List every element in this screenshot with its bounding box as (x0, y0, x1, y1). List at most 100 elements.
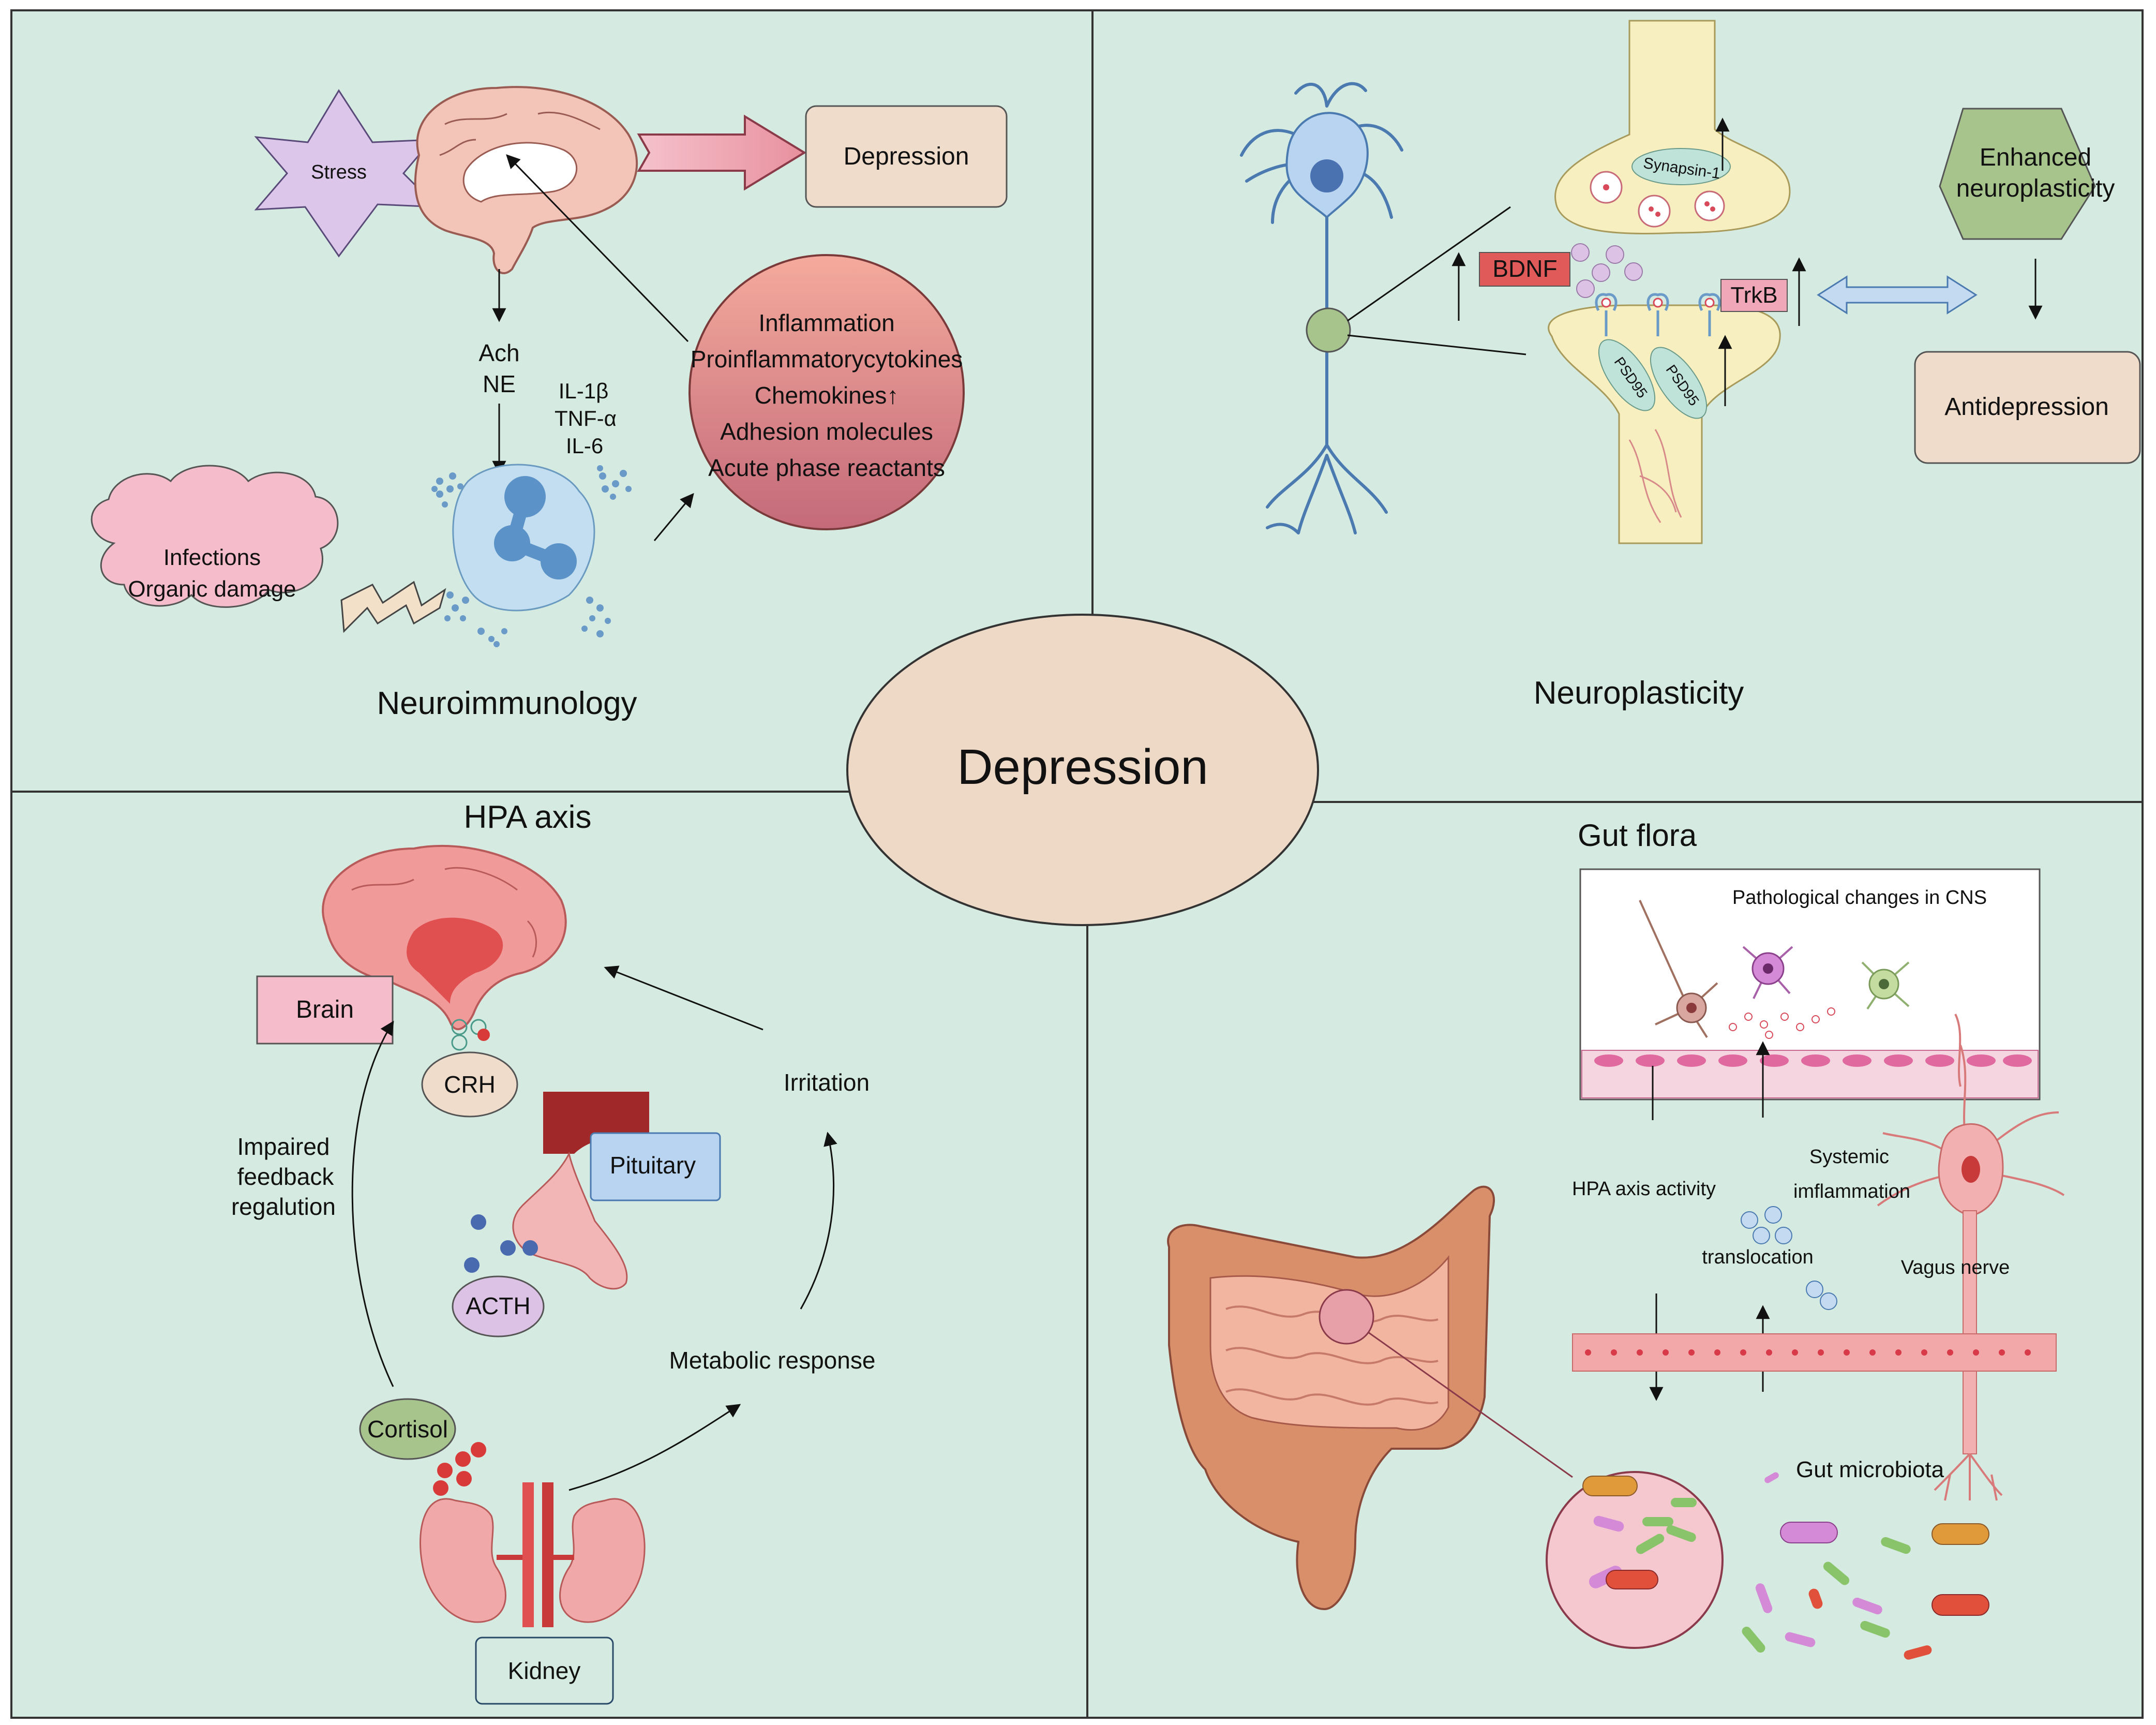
psd95-ellipse-1 (1598, 339, 1656, 411)
synapsin-ellipse (1631, 148, 1731, 185)
ne-label: NE (483, 370, 516, 397)
immune-cell-icon (452, 464, 595, 612)
red-dot (477, 1029, 490, 1041)
pituitary-box (590, 1132, 721, 1201)
pituitary-label: Pituitary (610, 1152, 696, 1179)
hpa-axis-section: HPA axis Brain CRH Pituitary ACTH Impair… (231, 799, 876, 1705)
acth-ellipse (452, 1275, 545, 1337)
circle-line-1: Inflammation (758, 309, 894, 336)
enhanced-neuroplasticity-hexagon (1939, 108, 2096, 240)
trkb-label: TrkB (1730, 282, 1777, 308)
hpa-activity-label: HPA axis activity (1572, 1178, 1716, 1200)
kidney-to-metabolic-arrow (568, 1404, 741, 1491)
glial-cells (1639, 900, 1910, 1038)
antidepression-box (1914, 351, 2141, 464)
cortisol-ellipse (359, 1398, 456, 1460)
neuroplasticity-section: Synapsin-1 BDNF PSD95 PSD95 (1240, 20, 2141, 711)
receptors (1595, 293, 1721, 336)
hpa-axis-title: HPA axis (464, 799, 592, 835)
cns-label: Pathological changes in CNS (1732, 887, 1987, 909)
hexagon-line-2: neuroplasticity (1956, 175, 2115, 202)
brain-label: Brain (296, 996, 354, 1023)
gut-epithelium (1572, 1333, 2057, 1372)
il6-label: IL-6 (566, 434, 603, 458)
il1b-label: IL-1β (559, 379, 609, 403)
receptor-ligands (1601, 298, 1715, 308)
hexagon-line-1: Enhanced (1980, 144, 2091, 171)
pituitary-gland (512, 1151, 628, 1290)
acth-label: ACTH (466, 1292, 530, 1319)
microbiota-label: Gut microbiota (1796, 1457, 1944, 1482)
vagus-label: Vagus nerve (1901, 1257, 2010, 1278)
irritation-label: Irritation (784, 1069, 870, 1096)
infection-cloud (91, 465, 339, 608)
lightning-bolt (340, 581, 446, 633)
trkb-box (1720, 279, 1788, 312)
brain-box (256, 975, 394, 1045)
zoom-line-bottom (1347, 334, 1526, 355)
ach-label: Ach (478, 339, 519, 366)
metabolic-label: Metabolic response (669, 1347, 876, 1374)
neuroplasticity-title: Neuroplasticity (1534, 675, 1744, 711)
circle-line-4: Adhesion molecules (720, 418, 933, 445)
tnfa-label: TNF-α (555, 406, 617, 430)
metabolic-to-irritation-arrow (800, 1132, 837, 1310)
acth-dots (464, 1214, 538, 1273)
cloud-line-1: Infections (163, 545, 261, 570)
gut-flora-title: Gut flora (1578, 818, 1697, 853)
feedback-arrow (351, 1020, 394, 1387)
synapse-highlight-circle (1306, 307, 1351, 353)
psd95-ellipse-2 (1650, 347, 1708, 419)
bdnf-box (1479, 252, 1570, 287)
zoom-line (1368, 1331, 1573, 1478)
crh-ellipse (421, 1051, 518, 1118)
kidney-label: Kidney (508, 1657, 581, 1684)
feedback-line-2: feedback (237, 1163, 335, 1190)
brain-icon (414, 86, 638, 274)
cns-epithelium (1594, 1054, 2032, 1067)
circle-line-2: Proinflammatorycytokines (691, 346, 963, 373)
cortisol-dots (433, 1442, 486, 1496)
systemic-line-1: Systemic (1809, 1146, 1889, 1168)
cloud-line-2: Organic damage (128, 576, 296, 602)
pituitary-stalk (543, 1092, 649, 1154)
double-arrow (1817, 275, 1978, 315)
irritation-arrow (604, 965, 763, 1031)
center-ellipse (846, 614, 1319, 926)
hpa-brain-icon (322, 844, 567, 1031)
feedback-line-3: regalution (231, 1193, 336, 1220)
systemic-line-2: imflammation (1793, 1181, 1910, 1202)
cytokine-dots (431, 465, 632, 647)
neuroimmunology-title: Neuroimmunology (377, 686, 637, 721)
bacteria-zoom-circle (1546, 1471, 1724, 1649)
kidney-icon (420, 1482, 646, 1627)
big-arrow (637, 114, 806, 191)
intestine-zoom-circle (1319, 1289, 1374, 1345)
cns-particles (1729, 1007, 1835, 1039)
center-label: Depression (957, 739, 1208, 795)
cortisol-label: Cortisol (367, 1416, 448, 1443)
neuroimmunology-section: Stress Depression Inflammation Proinflam… (91, 86, 1008, 721)
bdnf-dots (1571, 243, 1643, 298)
bacteria-in-circle (1582, 1476, 1697, 1589)
depression-box (805, 105, 1008, 208)
gut-bacteria (1742, 1472, 1989, 1660)
circle-line-5: Acute phase reactants (708, 454, 945, 481)
vesicle-contents (1603, 184, 1715, 217)
translocation-label: translocation (1702, 1246, 1813, 1268)
dendrite-filaments (1628, 429, 1682, 523)
feedback-line-1: Impaired (237, 1133, 330, 1160)
inflammation-circle (688, 254, 965, 530)
translocation-dots (1741, 1206, 1837, 1310)
gut-flora-section: Gut flora Pathological changes in CNS (1167, 818, 2065, 1660)
antidepression-label: Antidepression (1944, 393, 2109, 421)
circle-line-3: Chemokines↑ (755, 382, 899, 409)
circle-to-brain-arrow (506, 154, 689, 343)
cell-to-circle-arrow (653, 493, 694, 541)
stress-label: Stress (311, 161, 367, 183)
depression-box-label: Depression (844, 143, 969, 170)
kidney-box (475, 1637, 614, 1705)
intestine-icon (1167, 1185, 1495, 1611)
gut-epithelium-cells (1585, 1349, 2031, 1356)
